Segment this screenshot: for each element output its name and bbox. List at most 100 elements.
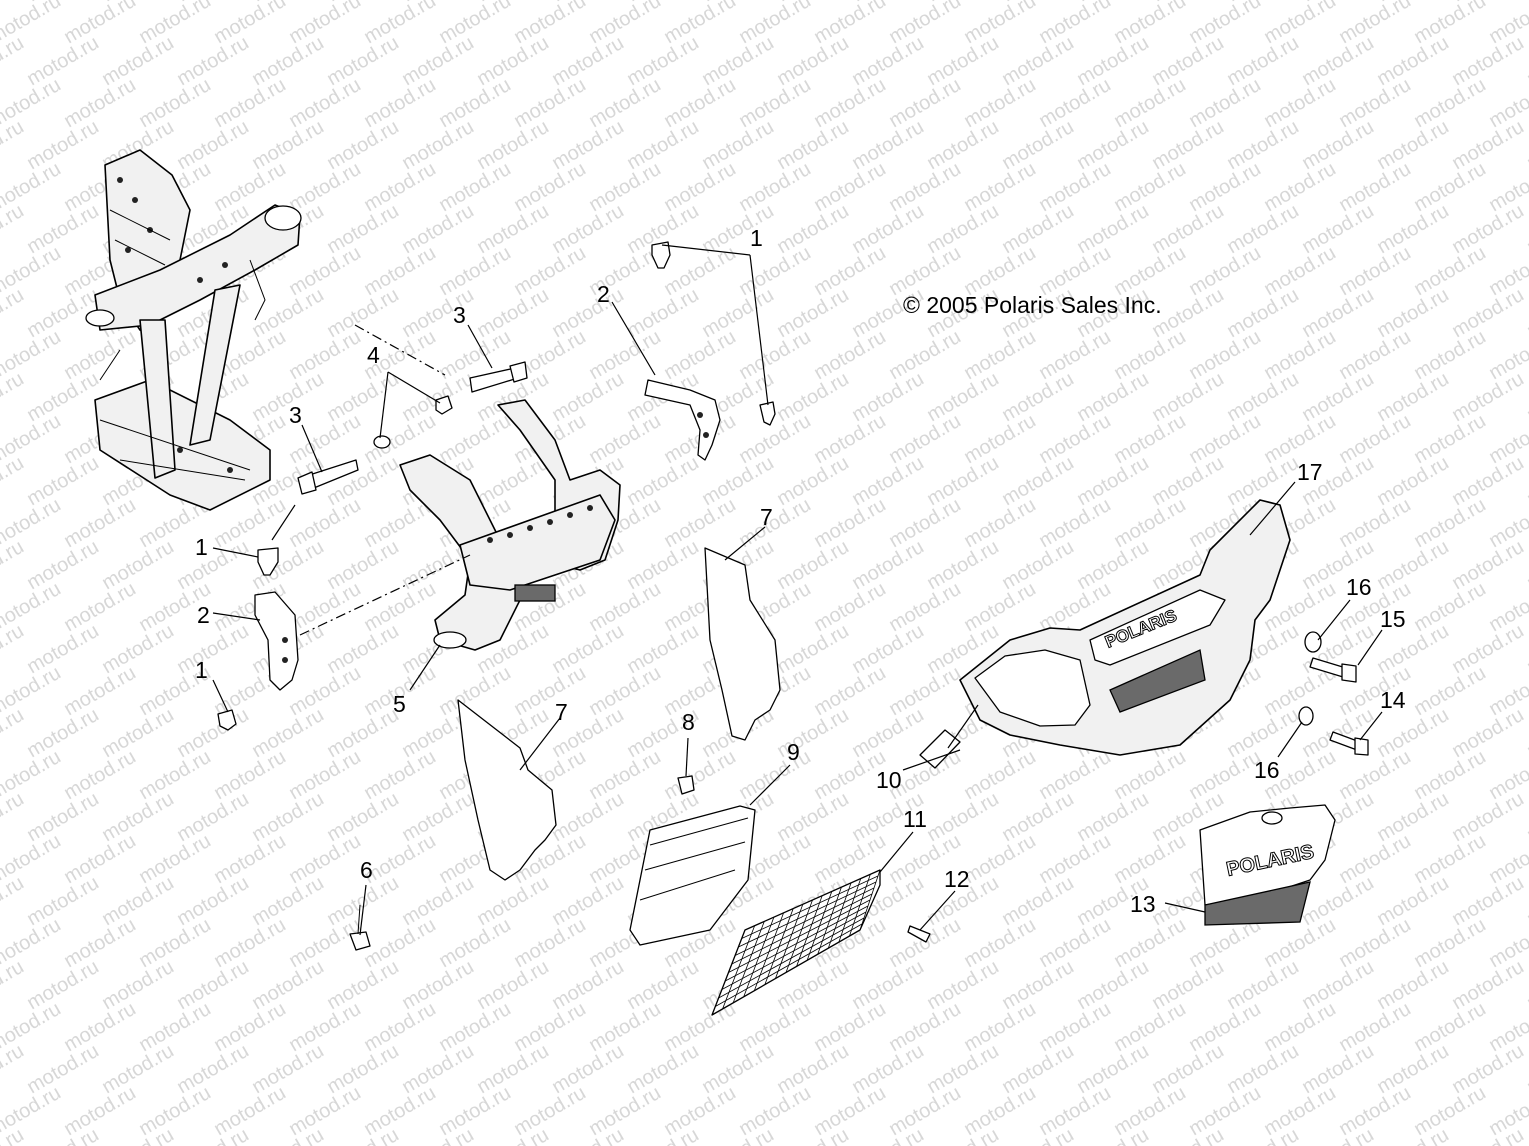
- watermark-text: motod.ru: [248, 32, 327, 91]
- watermark-text: motod.ru: [173, 620, 252, 679]
- watermark-text: motod.ru: [135, 914, 214, 973]
- watermark-text: motod.ru: [1523, 956, 1529, 1015]
- watermark-text: motod.ru: [1373, 788, 1452, 847]
- watermark-text: motod.ru: [848, 956, 927, 1015]
- watermark-text: motod.ru: [1035, 1082, 1114, 1141]
- watermark-text: motod.ru: [0, 368, 28, 427]
- callout-16-top: 16: [1346, 574, 1372, 600]
- watermark-text: motod.ru: [398, 32, 477, 91]
- watermark-text: motod.ru: [998, 368, 1077, 427]
- watermark-text: motod.ru: [473, 200, 552, 259]
- callout-1-top: 1: [750, 225, 763, 251]
- watermark-text: motod.ru: [1110, 74, 1189, 133]
- mesh-screen: [711, 869, 881, 1016]
- watermark-text: motod.ru: [98, 1040, 177, 1099]
- watermark-text: motod.ru: [23, 200, 102, 259]
- watermark-text: motod.ru: [960, 0, 1039, 48]
- watermark-text: motod.ru: [1110, 914, 1189, 973]
- watermark-text: motod.ru: [773, 200, 852, 259]
- watermark-text: motod.ru: [660, 494, 739, 553]
- watermark-text: motod.ru: [1410, 242, 1489, 301]
- callout-2-top: 2: [597, 281, 610, 307]
- watermark-text: motod.ru: [1148, 200, 1227, 259]
- watermark-text: motod.ru: [660, 0, 739, 48]
- watermark-text: motod.ru: [1373, 116, 1452, 175]
- watermark-text: motod.ru: [1073, 200, 1152, 259]
- watermark-text: motod.ru: [0, 536, 28, 595]
- watermark-text: motod.ru: [1035, 158, 1114, 217]
- watermark-text: motod.ru: [173, 704, 252, 763]
- fasteners: [217, 241, 1369, 951]
- watermark-text: motod.ru: [398, 788, 477, 847]
- watermark-text: motod.ru: [848, 452, 927, 511]
- watermark-text: motod.ru: [173, 788, 252, 847]
- watermark-text: motod.ru: [1073, 32, 1152, 91]
- watermark-text: motod.ru: [735, 0, 814, 48]
- watermark-text: motod.ru: [0, 116, 28, 175]
- watermark-text: motod.ru: [248, 368, 327, 427]
- watermark-text: motod.ru: [585, 578, 664, 637]
- watermark-text: motod.ru: [1410, 158, 1489, 217]
- watermark-text: motod.ru: [510, 998, 589, 1057]
- watermark-text: motod.ru: [698, 1040, 777, 1099]
- watermark-text: motod.ru: [1448, 872, 1527, 931]
- watermark-text: motod.ru: [135, 998, 214, 1057]
- watermark-text: motod.ru: [60, 830, 139, 889]
- callout-4: 4: [367, 342, 380, 368]
- watermark-text: motod.ru: [735, 242, 814, 301]
- watermark-text: motod.ru: [1223, 32, 1302, 91]
- watermark-text: motod.ru: [23, 1040, 102, 1099]
- watermark-text: motod.ru: [735, 158, 814, 217]
- callout-3-top: 3: [453, 302, 466, 328]
- watermark-text: motod.ru: [23, 788, 102, 847]
- watermark-text: motod.ru: [885, 494, 964, 553]
- watermark-text: motod.ru: [548, 872, 627, 931]
- watermark-text: motod.ru: [998, 956, 1077, 1015]
- callout-6: 6: [360, 857, 373, 883]
- watermark-text: motod.ru: [285, 1082, 364, 1141]
- watermark-text: motod.ru: [1110, 326, 1189, 385]
- watermark-text: motod.ru: [435, 74, 514, 133]
- mesh-line: [715, 923, 863, 1007]
- watermark-text: motod.ru: [1260, 158, 1339, 217]
- watermark-text: motod.ru: [23, 452, 102, 511]
- watermark-text: motod.ru: [435, 158, 514, 217]
- watermark-text: motod.ru: [98, 32, 177, 91]
- watermark-text: motod.ru: [623, 116, 702, 175]
- watermark-text: motod.ru: [0, 0, 28, 6]
- watermark-text: motod.ru: [1148, 956, 1227, 1015]
- watermark-text: motod.ru: [1410, 830, 1489, 889]
- watermark-text: motod.ru: [1410, 74, 1489, 133]
- watermark-text: motod.ru: [660, 326, 739, 385]
- watermark-text: motod.ru: [698, 32, 777, 91]
- watermark-text: motod.ru: [1335, 998, 1414, 1057]
- watermark-text: motod.ru: [435, 662, 514, 721]
- watermark-text: motod.ru: [735, 326, 814, 385]
- watermark-text: motod.ru: [23, 956, 102, 1015]
- watermark-text: motod.ru: [23, 536, 102, 595]
- mesh-line: [725, 905, 869, 982]
- watermark-text: motod.ru: [1410, 410, 1489, 469]
- watermark-text: motod.ru: [923, 788, 1002, 847]
- watermark-text: motod.ru: [1073, 956, 1152, 1015]
- watermark-text: motod.ru: [398, 116, 477, 175]
- watermark-text: motod.ru: [323, 452, 402, 511]
- watermark-text: motod.ru: [998, 200, 1077, 259]
- watermark-text: motod.ru: [585, 746, 664, 805]
- watermark-text: motod.ru: [285, 158, 364, 217]
- mesh-line: [721, 911, 867, 990]
- watermark-text: motod.ru: [1298, 116, 1377, 175]
- watermark-text: motod.ru: [548, 788, 627, 847]
- watermark-text: motod.ru: [0, 32, 28, 91]
- watermark-text: motod.ru: [473, 284, 552, 343]
- watermark-text: motod.ru: [323, 956, 402, 1015]
- watermark-text: motod.ru: [1298, 32, 1377, 91]
- watermark-text: motod.ru: [660, 158, 739, 217]
- watermark-text: motod.ru: [885, 158, 964, 217]
- watermark-text: motod.ru: [1298, 284, 1377, 343]
- watermark-text: motod.ru: [848, 116, 927, 175]
- watermark-text: motod.ru: [210, 0, 289, 48]
- watermark-text: motod.ru: [1448, 788, 1527, 847]
- splash-panel-left: [457, 699, 557, 881]
- watermark-text: motod.ru: [360, 578, 439, 637]
